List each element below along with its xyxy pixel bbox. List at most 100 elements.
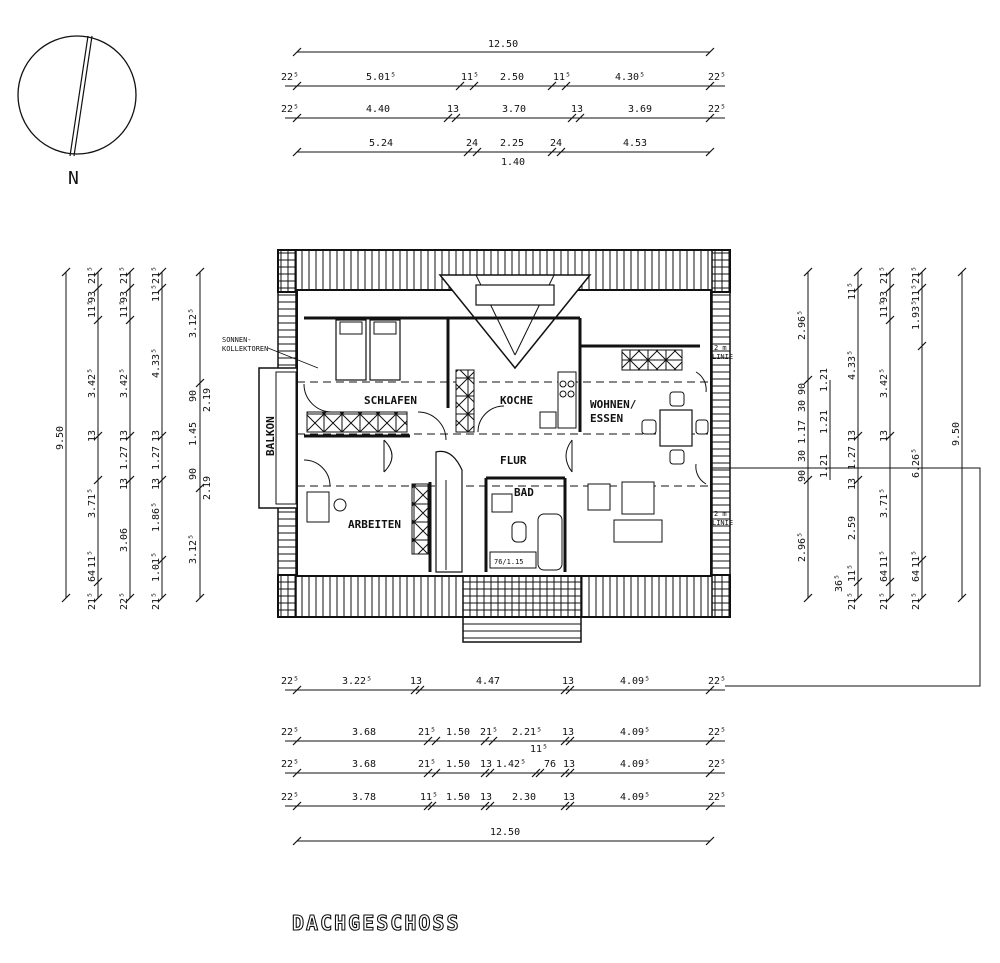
dim-label: 11⁵ xyxy=(847,282,858,300)
dim-label: 13 xyxy=(447,104,459,115)
dim-label: 21⁵ xyxy=(879,266,890,284)
dim-label: 11⁵ xyxy=(87,300,98,318)
dim-label: 2.59 xyxy=(847,516,858,540)
dim-label: 4.09⁵ xyxy=(620,727,650,738)
dim-label: 22⁵ xyxy=(708,727,726,738)
room-bad: BAD xyxy=(514,486,534,499)
linie-bottom-b: LINIE xyxy=(712,519,733,527)
dim-label: 64 xyxy=(879,570,890,582)
dim-label: 2.96⁵ xyxy=(797,310,808,340)
dim-label: 4.09⁵ xyxy=(620,759,650,770)
dim-label: 6.26⁵ xyxy=(911,448,922,478)
dim-label: 90 xyxy=(797,383,808,395)
room-essen: ESSEN xyxy=(590,412,623,425)
dim-label: 13 xyxy=(562,727,574,738)
dim-label: 90 xyxy=(188,390,199,402)
room-balkon: BALKON xyxy=(264,416,277,456)
dim-label: 11⁵ xyxy=(151,284,162,302)
dim-label: 3.71⁵ xyxy=(87,488,98,518)
kollektoren-label: KOLLEKTOREN xyxy=(222,345,268,353)
linie-top-b: LINIE xyxy=(712,353,733,361)
dim-label: 1.40 xyxy=(501,157,525,168)
dim-bottom-overall: 12.50 xyxy=(490,827,520,838)
leader-line xyxy=(706,467,981,687)
dim-label: 13 xyxy=(87,430,98,442)
sonnen-label: SONNEN- xyxy=(222,336,252,344)
dim-label: 11⁵ xyxy=(87,550,98,568)
stove xyxy=(557,371,577,429)
staircase xyxy=(435,450,463,573)
dim-label: 11⁵ xyxy=(847,564,858,582)
dim-label: 22⁵ xyxy=(281,727,299,738)
dim-label: 13 xyxy=(879,430,890,442)
dim-label: 3.42⁵ xyxy=(879,368,890,398)
dim-label: 2.19 xyxy=(202,388,213,412)
dim-label: 11⁵ xyxy=(553,72,571,83)
dim-label: 1.45 xyxy=(188,422,199,446)
dim-label: 3.78 xyxy=(352,792,376,803)
toilet xyxy=(511,521,527,543)
dim-label: 4.30⁵ xyxy=(615,72,645,83)
dim-label: 3.12⁵ xyxy=(188,308,199,338)
dim-label: 64 xyxy=(911,570,922,582)
dim-label: 13 xyxy=(847,478,858,490)
dim-label: 22⁵ xyxy=(708,676,726,687)
right-dimensions xyxy=(803,267,967,603)
dim-label: 22⁵ xyxy=(119,592,130,610)
dim-label: 3.42⁵ xyxy=(119,368,130,398)
dim-label: 1.17 xyxy=(797,420,808,444)
top-dimensions xyxy=(285,47,725,157)
dim-label: 22⁵ xyxy=(281,792,299,803)
dim-label: 22⁵ xyxy=(281,72,299,83)
dim-label: 21⁵ xyxy=(418,727,436,738)
coffee-table xyxy=(621,481,655,515)
dim-label: 13 xyxy=(151,478,162,490)
dim-label: 64 xyxy=(87,570,98,582)
dim-label: 4.47 xyxy=(476,676,500,687)
dim-label: 5.24 xyxy=(369,138,393,149)
dormer-projection xyxy=(462,574,582,643)
dim-label: 1.50 xyxy=(446,792,470,803)
dim-label: 30 xyxy=(797,450,808,462)
dim-label: 13 xyxy=(563,792,575,803)
dim-label: 21⁵ xyxy=(119,266,130,284)
dim-label: 3.71⁵ xyxy=(879,488,890,518)
dim-label: 93 xyxy=(119,291,130,303)
room-labels: SCHLAFEN KOCHE WOHNEN/ ESSEN FLUR BAD AR… xyxy=(264,394,637,531)
dim-label: 3.69 xyxy=(628,104,652,115)
dim-label: 11⁵ xyxy=(879,300,890,318)
dim-label: 2.30 xyxy=(512,792,536,803)
dim-label: 13 xyxy=(410,676,422,687)
top-dimension-labels: 12.50 22⁵ 5.01⁵ 11⁵ 2.50 11⁵ 4.30⁵ 22⁵ 2… xyxy=(281,39,726,168)
dim-label: 4.33⁵ xyxy=(847,350,858,380)
dim-label: 22⁵ xyxy=(708,72,726,83)
left-dimensions xyxy=(61,267,205,603)
room-koche: KOCHE xyxy=(500,394,533,407)
dim-label: 11⁵ xyxy=(420,792,438,803)
dim-label: 5.01⁵ xyxy=(366,72,396,83)
cabinet xyxy=(411,483,429,555)
dim-label: 9.50 xyxy=(55,426,66,450)
dim-label: 11⁵ xyxy=(461,72,479,83)
dim-label: 2.50 xyxy=(500,72,524,83)
dim-label: 21⁵ xyxy=(879,592,890,610)
dim-label: 2.19 xyxy=(202,476,213,500)
dim-label: 4.53 xyxy=(623,138,647,149)
linie-bottom-a: 2 m xyxy=(714,510,727,518)
dim-label: 1.01⁵ xyxy=(151,552,162,582)
dim-label: 11⁵ xyxy=(119,300,130,318)
washbasin xyxy=(491,493,513,513)
dim-label: 93 xyxy=(879,291,890,303)
cabinet xyxy=(621,349,683,371)
dim-label: 3.06 xyxy=(119,528,130,552)
armchair xyxy=(587,483,611,511)
dim-label: 13 xyxy=(480,759,492,770)
dim-label: 4.33⁵ xyxy=(151,348,162,378)
dim-label: 4.09⁵ xyxy=(620,792,650,803)
dim-label: 1.50 xyxy=(446,759,470,770)
dim-label: 3.70 xyxy=(502,104,526,115)
dim-label: 36⁵ xyxy=(834,574,845,592)
room-arbeiten: ARBEITEN xyxy=(348,518,401,531)
dim-label: 11⁵ xyxy=(911,284,922,302)
